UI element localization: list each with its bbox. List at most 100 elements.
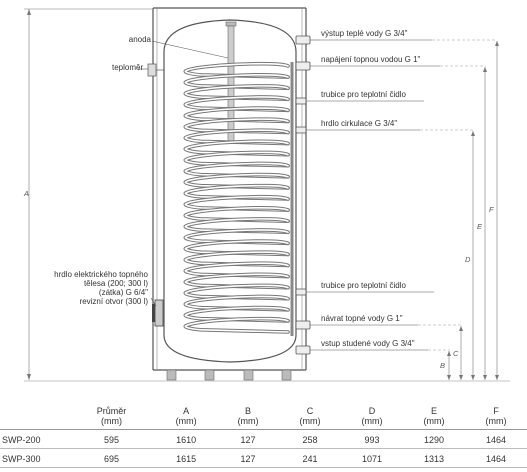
table-header-name: F [493, 406, 499, 416]
table-header-cell: E(mm) [402, 404, 465, 430]
coil-turn-highlight [184, 251, 289, 267]
table-cell: 1313 [402, 448, 465, 468]
boiler-diagram: A anoda teploměr hrdlo elektrického topn… [23, 7, 510, 382]
table-cell: 1615 [155, 448, 218, 468]
coil-turn-highlight [184, 229, 289, 245]
label-navrat: návrat topné vody G 1" [310, 314, 462, 326]
napajeni-text: napájení topnou vodou G 1" [321, 55, 421, 64]
model-name-cell: SWP-300 [0, 448, 68, 468]
table-header-unit: (mm) [237, 416, 259, 426]
coil-turn-highlight [184, 62, 289, 78]
dimension-e: E [477, 67, 487, 380]
vystup-teple-vody-text: výstup teplé vody G 3/4" [321, 29, 408, 38]
coil-turn-highlight [184, 207, 289, 222]
coil-turn-highlight [184, 284, 289, 300]
table-cell: 1464 [464, 429, 527, 449]
heating-coil [183, 61, 290, 334]
coil-turn-highlight [184, 74, 289, 89]
spec-table: Průměr(mm)A(mm)B(mm)C(mm)D(mm)E(mm)F(mm)… [0, 404, 527, 468]
vstup-studene-text: vstup studené vody G 3/4" [321, 339, 415, 348]
table-cell: 1290 [402, 429, 465, 449]
label-teplomer: teploměr [112, 63, 148, 72]
coil-turn-highlight [184, 195, 289, 211]
coil-turn-highlight [184, 96, 289, 112]
table-cell: 127 [217, 448, 280, 468]
hrdlo-line-4: revizní otvor (300 l) [80, 297, 149, 306]
coil-turn-highlight [184, 162, 289, 178]
table-header-cell [0, 404, 68, 430]
table-cell: 1071 [341, 448, 403, 468]
anode-rod [225, 21, 237, 143]
label-trubice-bottom: trubice pro teplotní čidlo [306, 281, 434, 293]
coil-turn-highlight [184, 151, 289, 167]
table-header-cell: D(mm) [341, 404, 403, 430]
table-header-unit: (mm) [175, 416, 197, 426]
thermometer [147, 63, 164, 77]
table-header-name: E [430, 406, 437, 416]
table-header-name: B [245, 406, 252, 416]
table-cell: 993 [341, 429, 403, 449]
hrdlo-line-2: tělesa (200; 300 l) [84, 279, 148, 288]
coil-turn-highlight [184, 262, 289, 278]
coil-turn-highlight [184, 317, 289, 333]
dimension-c: C [453, 326, 463, 380]
table-cell: 595 [68, 429, 156, 449]
label-hrdlo-cirkulace: hrdlo cirkulace G 3/4" [306, 119, 474, 131]
coil-turn-highlight [184, 118, 289, 134]
dimension-f-label: F [489, 205, 494, 214]
dimension-e-label: E [477, 222, 483, 231]
dimension-b-label: B [440, 361, 445, 370]
table-header-unit: (mm) [299, 416, 321, 426]
table-header-unit: (mm) [423, 416, 445, 426]
label-napajeni: napájení topnou vodou G 1" [310, 55, 486, 67]
teplomer-text: teploměr [112, 63, 143, 72]
coil-turn-highlight [184, 306, 289, 322]
table-header-cell: A(mm) [155, 404, 218, 430]
dimension-b: B [440, 351, 451, 380]
table-header-unit: (mm) [485, 416, 507, 426]
table-header-name: Průměr [96, 406, 127, 416]
label-vystup-teple-vody: výstup teplé vody G 3/4" [310, 29, 497, 41]
dimension-d-label: D [465, 255, 471, 264]
label-trubice-top: trubice pro teplotní čidlo [306, 90, 424, 102]
nozzles [295, 35, 311, 355]
hrdlo-line-1: hrdlo elektrického topného [54, 270, 148, 279]
coil-turn-highlight [184, 184, 289, 200]
table-cell: 1464 [464, 448, 527, 468]
table-cell: 1610 [155, 429, 218, 449]
table-header-name: D [368, 406, 376, 416]
coil-turn-highlight [184, 107, 289, 123]
table-cell: 127 [217, 429, 280, 449]
table-header-name: A [183, 406, 190, 416]
coil-turn-highlight [184, 240, 289, 256]
table-header-name: C [306, 406, 314, 416]
coil-turn-highlight [184, 273, 289, 289]
dimension-f: F [489, 41, 499, 380]
navrat-text: návrat topné vody G 1" [321, 314, 403, 323]
dimension-d: D [465, 131, 475, 380]
table-header-row: Průměr(mm)A(mm)B(mm)C(mm)D(mm)E(mm)F(mm) [0, 404, 527, 430]
heating-element-flange [152, 299, 164, 327]
label-vstup-studene: vstup studené vody G 3/4" [310, 339, 450, 351]
table-cell: 241 [279, 448, 342, 468]
coil-turn-highlight [184, 85, 289, 101]
inner-tank [163, 19, 297, 363]
coil-turn-highlight [184, 295, 289, 311]
dimension-c-label: C [453, 349, 459, 358]
table-cell: 695 [68, 448, 156, 468]
anoda-text: anoda [129, 35, 152, 44]
table-header-cell: Průměr(mm) [68, 404, 156, 430]
trubice-top-text: trubice pro teplotní čidlo [321, 90, 406, 99]
coil-turn-highlight [184, 140, 289, 156]
hrdlo-line-3: (zátka) G 6/4" [99, 288, 148, 297]
table-header-cell: F(mm) [464, 404, 527, 430]
trubice-bottom-text: trubice pro teplotní čidlo [321, 281, 406, 290]
hrdlo-cirkulace-text: hrdlo cirkulace G 3/4" [321, 119, 397, 128]
feet [166, 369, 292, 381]
table-header-cell: B(mm) [217, 404, 280, 430]
dimension-a: A [23, 8, 152, 380]
dimension-a-label: A [23, 189, 29, 198]
